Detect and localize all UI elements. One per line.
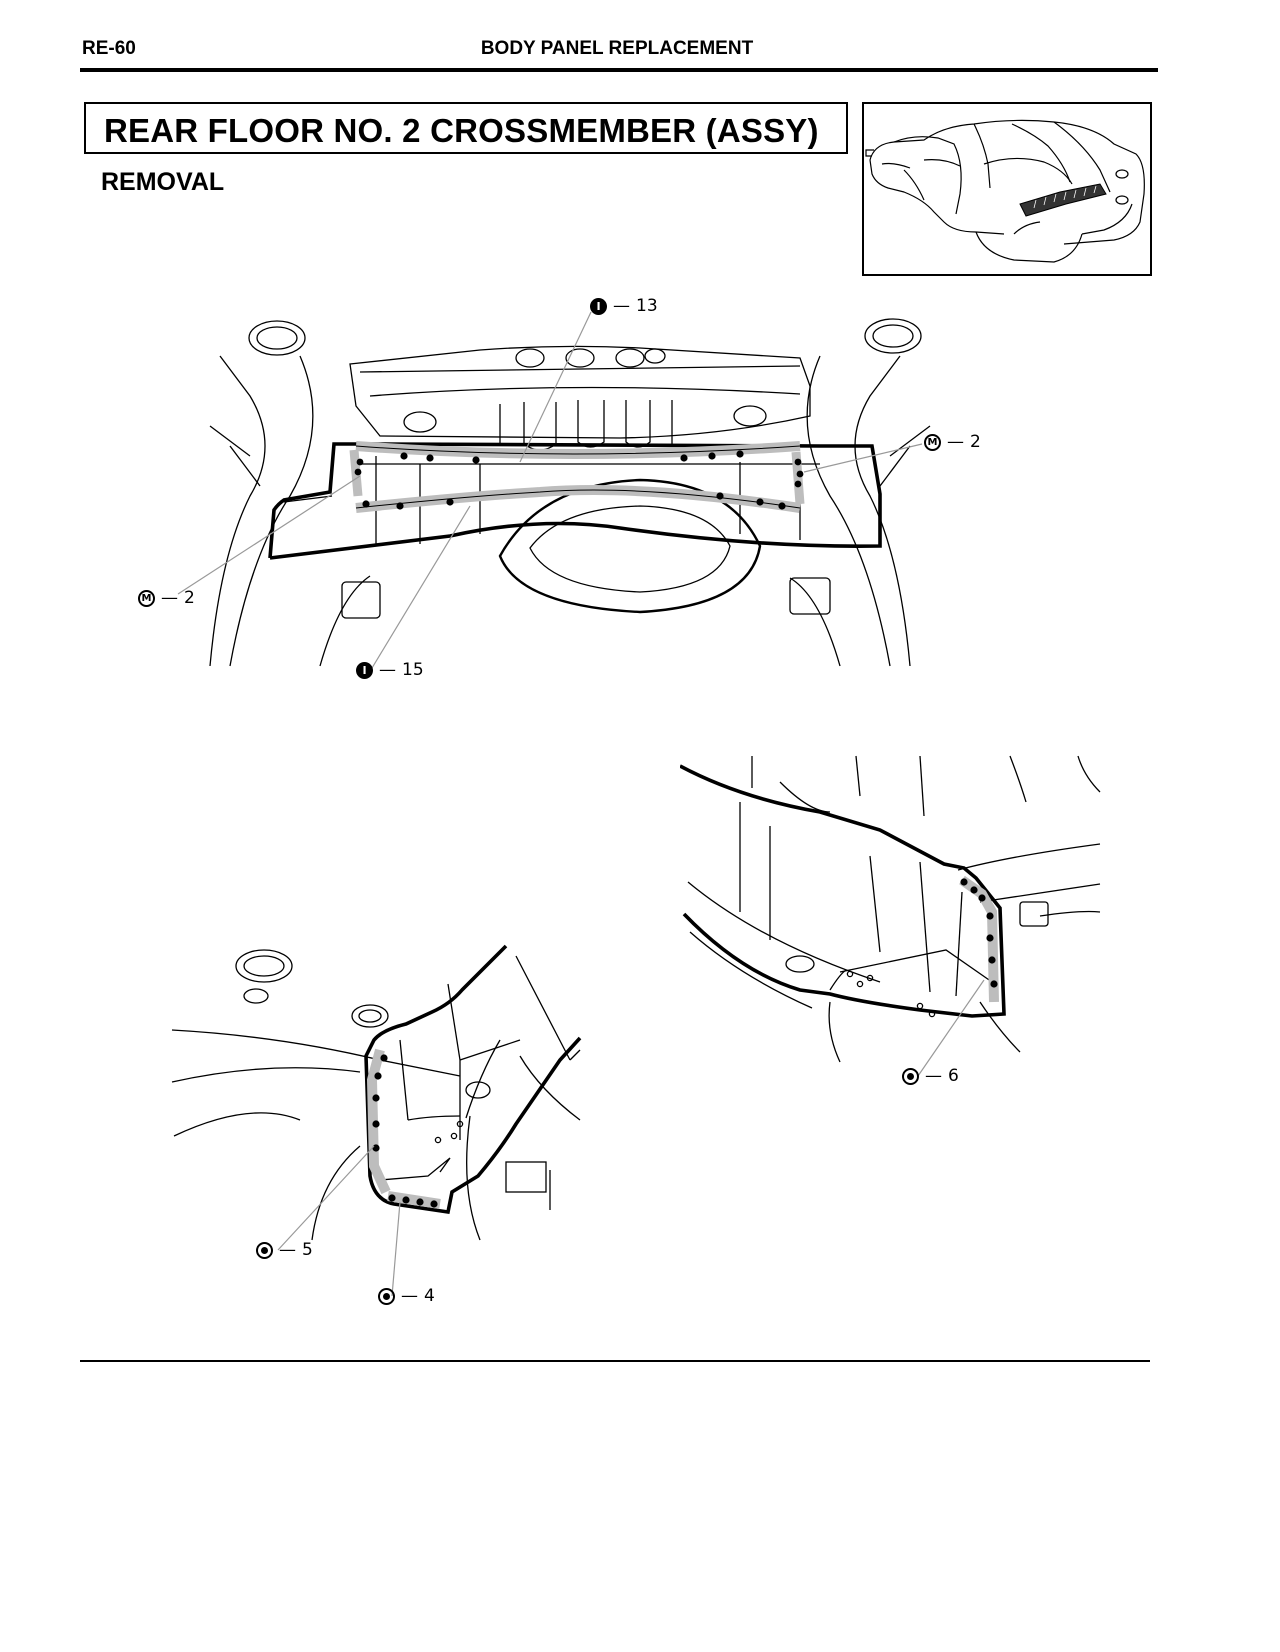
spot-weld-symbol-icon	[256, 1241, 273, 1259]
car-body-illustration	[865, 119, 1145, 263]
callout-mig-weld-2-right: M — 2	[924, 432, 981, 452]
right-end-detail-illustration	[679, 755, 1101, 1077]
section-heading: REMOVAL	[101, 168, 225, 196]
left-end-detail-illustration	[171, 944, 582, 1297]
weld-symbol-icon: I	[590, 297, 607, 315]
location-thumbnail	[862, 102, 1152, 276]
callout-count: 13	[636, 296, 658, 316]
callout-count: 15	[402, 660, 424, 680]
callout-spot-weld-13: I — 13	[590, 296, 658, 316]
title-box: REAR FLOOR NO. 2 CROSSMEMBER (ASSY)	[84, 102, 848, 154]
right-detail-figure: — 6	[679, 752, 1110, 1112]
spot-weld-symbol-icon	[902, 1067, 919, 1085]
page-title: REAR FLOOR NO. 2 CROSSMEMBER (ASSY)	[104, 112, 819, 149]
callout-count: 4	[424, 1286, 435, 1306]
highlighted-crossmember	[1019, 183, 1107, 217]
mig-weld-symbol-icon: M	[138, 589, 155, 607]
spot-weld-symbol-icon	[378, 1287, 395, 1305]
mig-weld-symbol-icon: M	[924, 433, 941, 451]
callout-count: 2	[184, 588, 195, 608]
page-number: RE-60	[82, 38, 136, 59]
callout-spot-weld-6: — 6	[902, 1066, 959, 1086]
callout-spot-weld-4: — 4	[378, 1286, 435, 1306]
callout-mig-weld-2-left: M — 2	[138, 588, 195, 608]
callout-count: 2	[970, 432, 981, 452]
callout-count: 5	[302, 1240, 313, 1260]
page-header-title: BODY PANEL REPLACEMENT	[480, 38, 754, 59]
main-figure: I — 13 M — 2 M — 2 I — 15	[120, 296, 1000, 696]
callout-spot-weld-15: I — 15	[356, 660, 424, 680]
header-rule	[80, 68, 1158, 72]
footer-rule	[80, 1360, 1150, 1362]
callout-count: 6	[948, 1066, 959, 1086]
callout-spot-weld-5: — 5	[256, 1240, 313, 1260]
left-detail-figure: — 5 — 4	[160, 940, 600, 1310]
weld-symbol-icon: I	[356, 661, 373, 679]
crossmember-overview-illustration	[177, 311, 931, 669]
